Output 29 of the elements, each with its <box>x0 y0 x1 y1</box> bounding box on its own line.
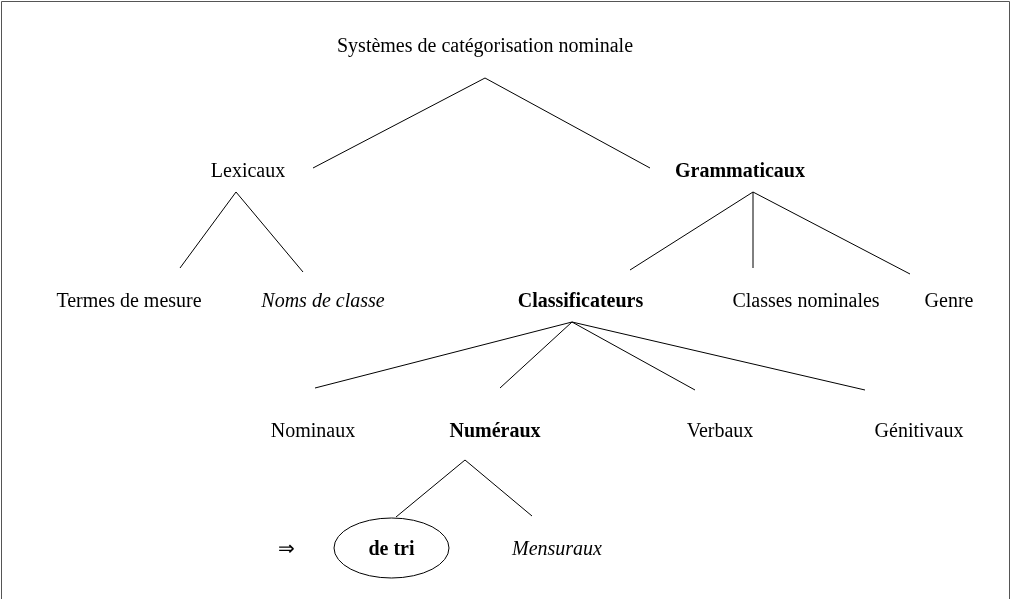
tree-branch-line <box>179 191 237 269</box>
category-label: Verbaux <box>685 418 755 442</box>
category-label: Noms de classe <box>260 288 386 312</box>
category-label: Numéraux <box>448 418 542 442</box>
category-label: Classes nominales <box>731 288 881 312</box>
category-label: Genre <box>923 288 975 312</box>
tree-branch-line <box>484 77 651 169</box>
category-label: Grammaticaux <box>674 158 806 182</box>
tree-branch-line <box>464 459 533 517</box>
pointer-symbol: ⇒ <box>278 536 295 560</box>
tree-branch-line <box>314 321 573 389</box>
category-label: de tri <box>367 536 416 560</box>
tree-branch-line <box>499 321 573 389</box>
tree-branch-line <box>571 321 696 391</box>
category-label: Nominaux <box>269 418 357 442</box>
ellipse-node <box>333 517 450 579</box>
tree-branch-line <box>571 321 866 391</box>
category-label: Génitivaux <box>873 418 965 442</box>
tree-branch-line <box>235 191 304 273</box>
tree-branch-line <box>629 191 754 271</box>
tree-branch-line <box>752 191 911 275</box>
tree-branch-line <box>312 77 486 169</box>
category-label: Classificateurs <box>516 288 645 312</box>
category-label: Lexicaux <box>209 158 287 182</box>
tree-branch-line <box>395 459 466 518</box>
tree-branch-line <box>752 191 754 269</box>
root-category-label: Systèmes de catégorisation nominale <box>335 33 634 57</box>
category-label: Termes de mesure <box>55 288 203 312</box>
category-label: Mensuraux <box>511 536 603 560</box>
